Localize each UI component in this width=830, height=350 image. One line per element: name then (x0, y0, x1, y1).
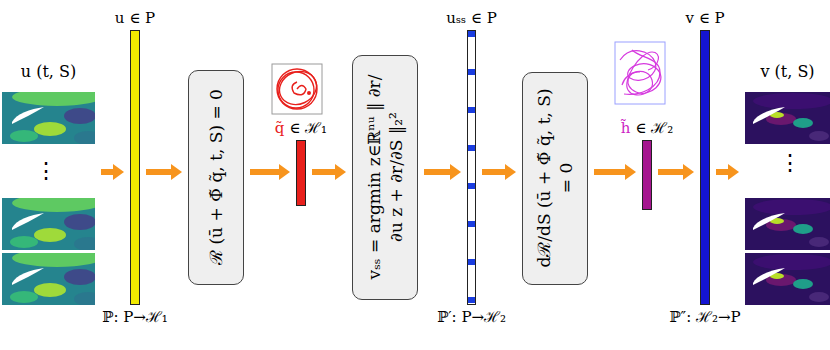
latent-vector-bar: v ∈ Pℙ″: ℋ₂→P (700, 30, 710, 305)
arrow-head (279, 164, 290, 180)
arrow-head (335, 164, 346, 180)
flow-arrow (716, 164, 739, 180)
arrow-shaft (250, 169, 279, 175)
flow-field-stack: v (t, S) (745, 62, 830, 308)
arrow-head (113, 164, 124, 180)
equation-box: ℛ (ū + Φ̃ q̃, t, S) = 0 (188, 70, 244, 285)
orbit-curve (274, 65, 322, 110)
vector-label: uₛₛ ∈ P (446, 9, 497, 27)
plot-frame (615, 42, 665, 104)
arrow-head (625, 164, 636, 180)
equation-box: dℛ/dS (ū + Φ̃ q̃, t, S) = 0 (522, 72, 588, 285)
flow-field-image (745, 92, 830, 144)
arrow-shaft (482, 169, 505, 175)
equation-box: vₛₛ = argmin z∈ℝⁿᵘ ‖ ∂r/∂u z + ∂r/∂S ‖₂² (352, 55, 418, 300)
ellipsis-mark: ⋮ (778, 150, 802, 176)
latent-vector-bar: uₛₛ ∈ Pℙ′: P→ℋ₂ (467, 30, 476, 305)
ellipsis-mark: ⋮ (34, 158, 58, 184)
flow-field-stack: u (t, S) (2, 62, 95, 308)
arrow-head (171, 164, 182, 180)
arrow-shaft (424, 169, 450, 175)
flow-arrow (658, 164, 694, 180)
flow-arrow (482, 164, 516, 180)
vector-label: q̃ ∈ ℋ₁ (275, 119, 327, 137)
latent-vector-bar: h̃ ∈ ℋ₂ (642, 140, 652, 210)
orbit-curve (292, 82, 306, 95)
arrow-head (505, 164, 516, 180)
sensitivity-curve (622, 52, 658, 95)
field-label: u (t, S) (2, 62, 95, 82)
flow-arrow (594, 164, 636, 180)
orbit-curve (278, 72, 314, 108)
projection-label: ℙ: P→ℋ₁ (102, 308, 168, 326)
arrow-shaft (312, 169, 335, 175)
flow-arrow (312, 164, 346, 180)
arrow-head (683, 164, 694, 180)
latent-vector-bar: u ∈ Pℙ: P→ℋ₁ (130, 30, 140, 305)
vector-label: u ∈ P (115, 9, 155, 27)
equation-text: vₛₛ = argmin z∈ℝⁿᵘ ‖ ∂r/∂u z + ∂r/∂S ‖₂² (363, 67, 407, 288)
flow-field-image (2, 88, 102, 145)
sensitivity-curve (624, 50, 660, 94)
projection-label: ℙ′: P→ℋ₂ (437, 308, 506, 326)
equation-text: dℛ/dS (ū + Φ̃ q̃, t, S) = 0 (533, 84, 577, 273)
plot-frame (272, 64, 322, 114)
arrow-shaft (716, 169, 728, 175)
flow-field-image (745, 198, 830, 250)
latent-orbit-plot (272, 64, 322, 114)
field-label: v (t, S) (745, 62, 830, 82)
arrow-shaft (146, 169, 171, 175)
flow-arrow (146, 164, 182, 180)
arrow-shaft (658, 169, 683, 175)
flow-field-image (745, 253, 830, 305)
vector-label: h̃ ∈ ℋ₂ (621, 119, 673, 137)
sensitivity-curve (620, 51, 661, 94)
flow-arrow (101, 164, 124, 180)
flow-field-image (2, 249, 102, 306)
flow-field-image (2, 194, 102, 251)
vector-label: v ∈ P (685, 9, 724, 27)
orbit-dot (307, 91, 311, 95)
arrow-shaft (101, 169, 113, 175)
flow-arrow (424, 164, 461, 180)
projection-label: ℙ″: ℋ₂→P (669, 308, 740, 326)
arrow-shaft (594, 169, 625, 175)
latent-sensitivity-plot (615, 42, 665, 104)
arrow-head (728, 164, 739, 180)
flow-arrow (250, 164, 290, 180)
arrow-head (450, 164, 461, 180)
latent-vector-bar: q̃ ∈ ℋ₁ (296, 140, 306, 206)
equation-text: ℛ (ū + Φ̃ q̃, t, S) = 0 (205, 82, 227, 273)
